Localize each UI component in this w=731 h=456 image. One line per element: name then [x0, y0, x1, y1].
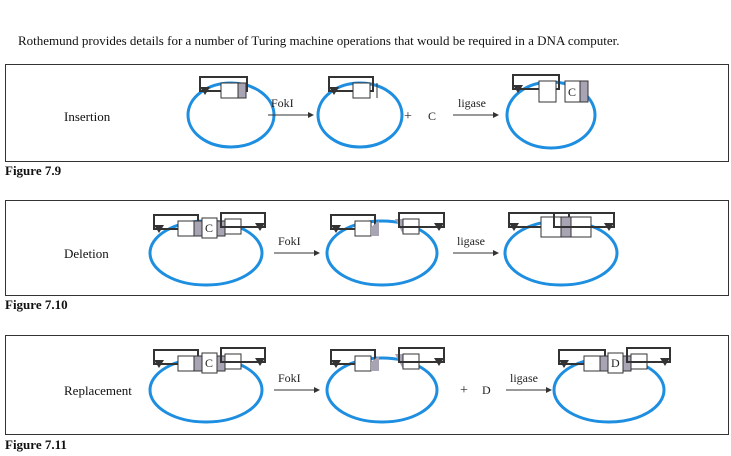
- box-a: [220, 82, 239, 99]
- plasmid-2: [316, 76, 404, 149]
- box-c-label: C: [205, 221, 213, 235]
- strand-loop-right: [398, 347, 445, 363]
- box-a: [354, 355, 372, 372]
- box-c-label: C: [205, 356, 213, 370]
- plasmid-2: [325, 212, 445, 287]
- deletion-panel: Deletion C FokI: [5, 200, 729, 296]
- foki-label: FokI: [271, 96, 294, 110]
- figure-7-11-caption: Figure 7.11: [5, 437, 67, 452]
- foki-arrow-head: [314, 250, 320, 256]
- strand-loop-right: [626, 347, 671, 363]
- plasmid-3: C: [505, 74, 597, 150]
- arrow-head: [509, 223, 519, 231]
- arrow-head: [331, 225, 341, 233]
- figure-7-9-caption: Figure 7.9: [5, 163, 62, 178]
- replacement-panel: Replacement C FokI: [5, 335, 729, 435]
- recognition-site: [193, 355, 203, 372]
- plasmid-ring: [325, 219, 439, 287]
- plasmid-1: C: [148, 212, 266, 287]
- strand-loop-right: [398, 212, 445, 228]
- strand-loop-left: [330, 214, 376, 230]
- arrow-head: [154, 360, 164, 368]
- insertion-label: Insertion: [64, 109, 111, 124]
- recognition-site: [237, 82, 247, 99]
- deletion-label: Deletion: [64, 246, 109, 261]
- insertion-diagram: FokI + C ligase C: [186, 74, 597, 150]
- strand-loop-right: [220, 347, 266, 363]
- foki-arrow-head: [314, 387, 320, 393]
- foki-label: FokI: [278, 234, 301, 248]
- arrow-head: [559, 360, 569, 368]
- box-a: [354, 220, 372, 237]
- arrow-head: [255, 358, 265, 366]
- insertion-panel: Insertion FokI + C ligase: [5, 64, 729, 162]
- ligase-label: ligase: [510, 371, 538, 385]
- plasmid-1: C: [148, 347, 266, 424]
- recognition-site: [579, 80, 589, 103]
- arrow-head: [660, 358, 670, 366]
- arrow-head: [200, 87, 210, 95]
- arrow-head: [331, 360, 341, 368]
- box-a: [177, 220, 195, 237]
- cut-site: [371, 356, 379, 371]
- box-a: [352, 82, 371, 99]
- arrow-head: [434, 223, 444, 231]
- plasmid-3: D: [552, 347, 671, 424]
- replacement-label: Replacement: [64, 383, 132, 398]
- cut-site: [371, 221, 379, 236]
- intro-text: Rothemund provides details for a number …: [18, 33, 620, 48]
- foki-arrow-head: [308, 112, 314, 118]
- arrow-head: [604, 223, 614, 231]
- ligase-arrow-head: [493, 112, 499, 118]
- figure-7-10-caption: Figure 7.10: [5, 297, 68, 312]
- arrow-head: [154, 225, 164, 233]
- box-a: [583, 355, 601, 372]
- reagent-d: D: [482, 383, 491, 397]
- plasmid-1: [186, 76, 276, 149]
- ligase-arrow-head: [493, 250, 499, 256]
- arrow-head: [513, 85, 523, 93]
- replacement-diagram: C FokI + D ligase: [148, 347, 671, 424]
- recognition-site: [599, 355, 609, 372]
- arrow-head: [255, 223, 265, 231]
- plasmid-2: [325, 347, 445, 424]
- ligase-label: ligase: [457, 234, 485, 248]
- box-a: [538, 80, 557, 103]
- strand-loop-left: [330, 349, 376, 365]
- ligase-arrow-head: [546, 387, 552, 393]
- arrow-head: [329, 87, 339, 95]
- arrow-head: [434, 358, 444, 366]
- plus-sign: +: [404, 109, 412, 124]
- recognition-site: [193, 220, 203, 237]
- ligase-label: ligase: [458, 96, 486, 110]
- deletion-diagram: C FokI ligase: [148, 212, 619, 287]
- reagent-c: C: [428, 109, 436, 123]
- box-c-label: C: [568, 85, 576, 99]
- plasmid-ring: [325, 356, 439, 424]
- foki-label: FokI: [278, 371, 301, 385]
- plus-sign: +: [460, 383, 468, 398]
- box-d-label: D: [611, 356, 620, 370]
- strand-loop-right: [220, 212, 266, 228]
- strand-loop: [512, 74, 560, 90]
- box-a: [177, 355, 195, 372]
- strand-loop-right: [553, 212, 615, 228]
- plasmid-3: [503, 212, 619, 287]
- strand-loop: [328, 76, 374, 92]
